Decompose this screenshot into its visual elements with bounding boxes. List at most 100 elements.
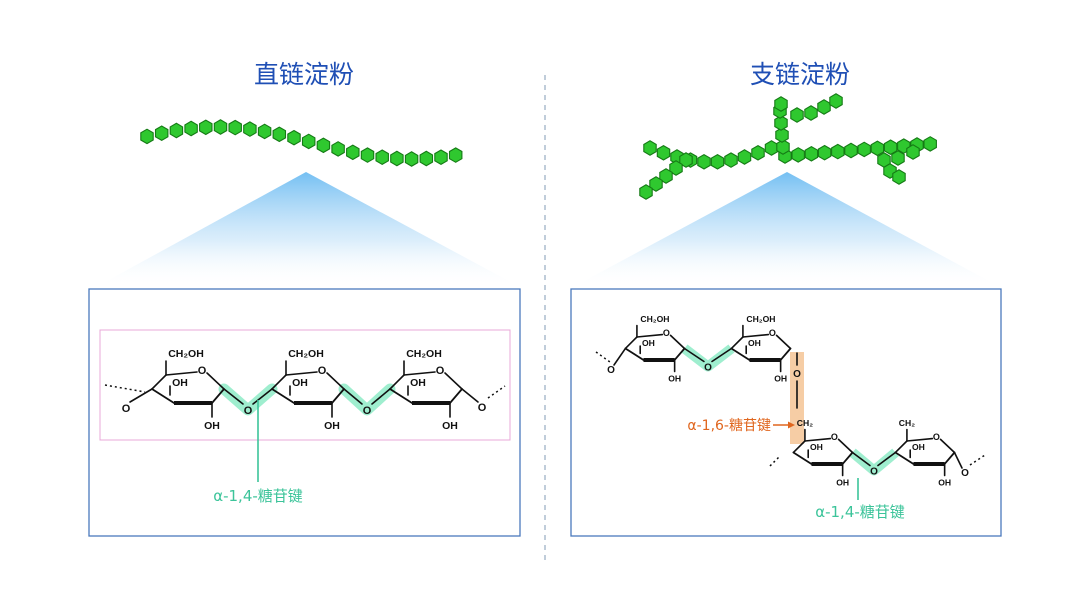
amylose-glucose-unit xyxy=(243,121,257,137)
bond-line xyxy=(906,437,934,442)
amylopectin-zoom-beam xyxy=(573,172,1000,287)
amylose-glucose-unit xyxy=(184,120,198,137)
amylose-title: 直链淀粉 xyxy=(254,60,354,89)
hydroxyl-label: OH xyxy=(810,442,823,452)
amylopectin-glucose-unit xyxy=(751,144,765,161)
ring-oxygen: O xyxy=(198,365,207,377)
bond-line xyxy=(389,374,405,390)
hydroxyl-label: OH xyxy=(938,477,951,487)
bond-line xyxy=(711,347,733,363)
amylose-glucose-unit xyxy=(404,151,419,167)
amylopectin-glucose-unit xyxy=(639,184,653,200)
ch2oh-label: CH₂ xyxy=(899,418,915,428)
amylose-glucose-unit xyxy=(346,144,360,161)
bond-line xyxy=(894,440,908,454)
terminal-oxygen: O xyxy=(122,403,131,415)
amylopectin-glucose-unit xyxy=(844,142,858,159)
amylopectin-glucose-unit xyxy=(870,140,885,157)
amylopectin-glucose-unit xyxy=(906,144,920,160)
bond-line xyxy=(151,388,175,404)
bond-line xyxy=(742,333,770,338)
amylose-glucose-unit xyxy=(257,123,272,140)
hydroxyl-label: OH xyxy=(836,477,849,487)
bond-line xyxy=(129,388,153,403)
amylopectin-glucose-unit xyxy=(656,144,671,161)
bond-line xyxy=(624,336,638,350)
amylopectin-glucose-unit xyxy=(659,168,673,184)
bond-line xyxy=(669,334,686,350)
bond-line xyxy=(206,372,225,390)
bond-line xyxy=(403,371,436,376)
bond-line xyxy=(461,388,479,403)
bond-line xyxy=(151,374,167,390)
bond-line xyxy=(449,388,463,404)
ch2oh-label: CH₂OH xyxy=(406,348,442,360)
amylopectin-glucose-unit xyxy=(831,143,845,160)
terminal-oxygen: O xyxy=(961,468,969,479)
ring-oxygen: O xyxy=(436,365,445,377)
hydroxyl-label: OH xyxy=(292,377,308,389)
bond-line xyxy=(943,451,956,465)
bond-line xyxy=(326,372,345,390)
ring-oxygen: O xyxy=(769,328,776,338)
bond-line xyxy=(343,388,363,405)
ch2oh-label: CH₂ xyxy=(797,418,813,428)
bond-line xyxy=(331,388,345,404)
amylose-glucose-unit xyxy=(301,133,316,150)
hydroxyl-label: OH xyxy=(748,338,761,348)
amylopectin-chain-model xyxy=(639,93,937,200)
hydroxyl-label: OH xyxy=(204,420,220,432)
amylopectin-glucose-unit xyxy=(804,105,818,121)
bond-line xyxy=(165,371,198,376)
amylose-glucose-unit xyxy=(213,119,228,135)
amylopectin-glucose-unit xyxy=(774,115,788,131)
amylose-glucose-unit xyxy=(169,122,184,139)
bond-line xyxy=(837,438,854,454)
amylopectin-glucose-unit xyxy=(857,141,871,158)
glycosidic-oxygen: O xyxy=(244,405,253,417)
amylose-glucose-unit xyxy=(331,141,345,157)
amylose-zoom-beam xyxy=(96,172,520,287)
bond-line xyxy=(285,371,318,376)
chain-continuation xyxy=(487,385,506,399)
amylose-glucose-unit xyxy=(140,128,154,145)
glycosidic-oxygen: O xyxy=(870,466,878,477)
amylose-glucose-unit xyxy=(228,119,242,136)
amylopectin-16-bond-label: α-1,6-糖苷键 xyxy=(687,418,771,434)
amylopectin-glucose-unit xyxy=(697,153,711,170)
bond-line xyxy=(271,388,295,404)
bond-line xyxy=(939,438,956,454)
chain-continuation xyxy=(769,455,781,467)
bond-line xyxy=(851,451,871,467)
amylopectin-glucose-unit xyxy=(883,139,898,156)
bond-line xyxy=(894,451,915,465)
ring-oxygen: O xyxy=(663,328,670,338)
amylose-glucose-unit xyxy=(434,149,448,166)
bond-line xyxy=(792,451,813,465)
amylopectin-glucose-unit xyxy=(829,93,843,109)
bond-line xyxy=(252,388,273,405)
hydroxyl-label: OH xyxy=(774,373,787,383)
hydroxyl-label: OH xyxy=(172,377,188,389)
amylopectin-glucose-unit xyxy=(710,153,725,170)
hydroxyl-label: OH xyxy=(668,373,681,383)
amylopectin-title: 支链淀粉 xyxy=(750,60,850,89)
bond-line xyxy=(211,388,225,404)
amylopectin-glucose-unit xyxy=(791,147,805,163)
bond-line xyxy=(775,334,792,350)
amylose-glucose-unit xyxy=(390,150,404,167)
amylopectin-glucose-unit xyxy=(774,96,788,112)
amylopectin-glucose-unit xyxy=(817,144,832,161)
amylose-glucose-unit xyxy=(448,147,463,163)
ch2oh-label: CH₂OH xyxy=(288,348,324,360)
ring-oxygen: O xyxy=(318,365,327,377)
amylopectin-glucose-unit xyxy=(804,145,819,162)
chain-continuation xyxy=(969,454,986,466)
amylose-glucose-unit xyxy=(360,147,375,163)
bond-line xyxy=(444,372,463,390)
amylose-glucose-unit xyxy=(154,125,169,142)
bond-line xyxy=(841,451,854,465)
bond-line xyxy=(223,388,244,405)
